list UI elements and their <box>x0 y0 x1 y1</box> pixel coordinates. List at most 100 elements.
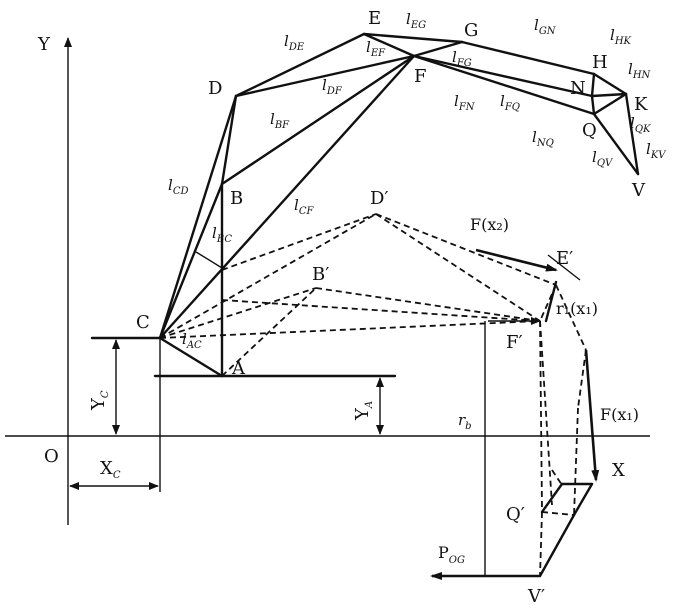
link-fg <box>412 40 464 58</box>
label-point-n: N <box>570 78 586 99</box>
label-point-h: H <box>592 52 608 73</box>
dash-b-f <box>315 287 541 322</box>
label-point-qp: Q′ <box>506 504 525 525</box>
dash-k-x <box>573 407 579 516</box>
label-l-df: lDF <box>322 76 343 97</box>
label-force-fx2: F(x₂) <box>470 215 509 234</box>
spring-bc <box>195 251 223 269</box>
force-fx2-guide <box>547 254 581 281</box>
force-fx2-arrow <box>475 248 558 272</box>
label-l-cf: lCF <box>294 196 314 217</box>
link-bf <box>220 54 416 186</box>
label-point-q: Q <box>582 120 597 141</box>
link-gh <box>460 40 596 76</box>
label-axis-x: X <box>612 460 625 481</box>
dim-xc-label: XC <box>100 458 121 481</box>
label-l-qk: lQK <box>630 114 651 135</box>
label-point-e: E <box>368 8 381 29</box>
link-cf <box>158 54 416 340</box>
origin-label: O <box>44 446 59 467</box>
label-l-nq: lNQ <box>532 128 554 149</box>
label-point-ep: E′ <box>556 248 573 269</box>
label-point-k: K <box>634 94 648 115</box>
label-l-hk: lHK <box>610 26 632 47</box>
label-point-v: V <box>631 180 646 201</box>
dash-h-k <box>577 349 587 409</box>
solid-x-box-side <box>572 482 594 517</box>
solid-e-f-disp <box>544 280 558 323</box>
label-l-qv: lQV <box>592 148 614 169</box>
dash-q-k <box>541 511 575 516</box>
link-labels: lDE lEG lEF lFG lGN lHK lHN lDF lFN lFQ … <box>168 10 667 351</box>
dash-c-d <box>159 213 377 339</box>
label-l-fq: lFQ <box>500 92 520 113</box>
dash-d-e <box>375 213 557 286</box>
label-l-eg: lEG <box>406 10 426 31</box>
solid-linkage <box>158 32 640 378</box>
y-axis-label: Y <box>37 34 51 55</box>
label-l-ac: lAC <box>182 330 202 351</box>
label-l-kv: lKV <box>646 140 667 161</box>
link-hk <box>592 72 628 96</box>
dash-f-q <box>539 320 543 511</box>
dashed-linkage <box>159 213 594 578</box>
label-point-fp: F′ <box>506 332 523 353</box>
link-fq <box>412 54 596 116</box>
link-de <box>234 32 366 98</box>
label-point-g: G <box>464 20 478 41</box>
label-l-ef: lEF <box>366 38 386 59</box>
label-point-b: B <box>230 188 243 209</box>
label-point-c: C <box>136 312 150 333</box>
link-df <box>234 54 416 98</box>
link-bc <box>158 182 224 340</box>
link-qk <box>592 92 628 116</box>
link-hn <box>590 72 596 98</box>
dim-rb-label: rb <box>458 411 472 432</box>
dash-d-f <box>375 213 541 322</box>
dash-e-f <box>539 284 557 322</box>
label-l-fn: lFN <box>454 92 476 113</box>
link-qv <box>592 112 640 176</box>
label-l-gn: lGN <box>534 16 557 37</box>
label-point-d: D <box>208 78 222 99</box>
link-nk <box>590 92 628 98</box>
dim-ya-label: YA <box>352 401 375 421</box>
dash-a-b <box>221 287 317 377</box>
link-kv <box>624 92 640 176</box>
dash-b-d <box>221 213 377 271</box>
link-eg <box>362 32 464 44</box>
link-cd <box>158 94 238 340</box>
pog-label: POG <box>438 543 465 566</box>
label-point-bp: B′ <box>312 264 329 285</box>
dash-n-q <box>551 469 563 486</box>
label-l-cd: lCD <box>168 176 188 197</box>
force-fx1-arrow <box>584 349 600 482</box>
label-l-de: lDE <box>284 32 305 53</box>
label-point-dp: D′ <box>370 188 389 209</box>
label-point-a: A <box>231 358 246 379</box>
link-ef <box>362 32 416 58</box>
link-ac <box>158 336 224 378</box>
label-l-hn: lHN <box>628 60 652 81</box>
label-l-bf: lBF <box>270 110 290 131</box>
dim-yc-label: YC <box>88 390 111 411</box>
dash-f-n <box>539 320 553 506</box>
dash-c-f <box>159 320 541 339</box>
label-point-f: F <box>414 66 427 87</box>
label-force-fx1: F(x₁) <box>600 405 639 424</box>
solid-x-box-left <box>540 482 564 514</box>
link-fn <box>412 54 594 98</box>
label-l-fg: lFG <box>452 48 472 69</box>
dash-e-h <box>555 284 587 351</box>
label-l-bc: lBC <box>212 224 232 245</box>
link-nq <box>590 94 596 116</box>
solid-v-side <box>538 513 576 578</box>
dash-c-b <box>159 287 317 339</box>
dash-a-f <box>221 299 541 322</box>
label-r1-x1: r₁(x₁) <box>556 299 598 318</box>
dash-q-v <box>539 511 543 577</box>
link-bd <box>220 94 238 186</box>
label-point-vp: V′ <box>527 586 545 607</box>
